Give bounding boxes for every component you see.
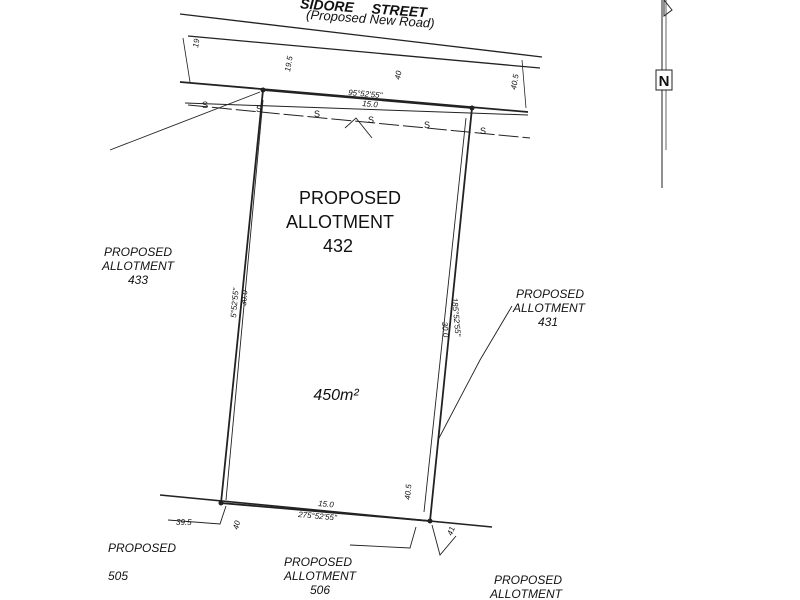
- bottom-length: 15.0: [318, 499, 335, 509]
- road-offset-3: 40: [393, 69, 404, 80]
- north-arrow-head: [663, 0, 673, 17]
- bottom-offset-1: 39.5: [176, 518, 192, 527]
- lot-433-number: 433: [128, 273, 148, 287]
- leader-bottom-right: [431, 524, 457, 556]
- lot-433-line2: ALLOTMENT: [101, 259, 176, 273]
- lot-431-line2: ALLOTMENT: [512, 301, 587, 315]
- lot-506-line1: PROPOSED: [284, 555, 352, 569]
- lot-431-line1: PROPOSED: [516, 287, 584, 301]
- lot-bottom-right-line1: PROPOSED: [494, 573, 562, 587]
- road-offset-2: 19.5: [283, 55, 295, 72]
- rear-boundary-line: [159, 494, 493, 528]
- lot-433-line1: PROPOSED: [104, 245, 172, 259]
- lot-bottom-right-line2: ALLOTMENT: [489, 587, 564, 600]
- sewer-marker: S: [314, 109, 320, 119]
- left-bearing: 5°52'55": [229, 287, 241, 319]
- right-bearing: 185°52'55": [450, 297, 462, 338]
- north-arrow: N: [655, 0, 673, 188]
- road-tick-1: [182, 37, 191, 83]
- lot-432-line1: PROPOSED: [299, 188, 401, 208]
- bottom-offset-2: 40: [231, 519, 242, 530]
- north-label: N: [659, 73, 670, 90]
- bottom-offset-3: 40.5: [403, 483, 413, 500]
- road-edge-upper: [179, 13, 543, 58]
- street-name: SIDORE STREET: [300, 0, 429, 20]
- right-length: 30.0: [440, 321, 450, 338]
- lot-432-boundary: [220, 89, 473, 522]
- sewer-marker: S: [256, 104, 262, 114]
- bottom-offset-4: 41: [445, 525, 457, 536]
- top-length: 15.0: [362, 99, 379, 109]
- sewer-marker: S: [480, 126, 486, 136]
- leader-lot-431: [437, 305, 513, 441]
- road-edge-lower: [187, 35, 541, 69]
- lot-432-line2: ALLOTMENT: [286, 212, 394, 232]
- top-bearing: 95°52'55": [348, 88, 384, 100]
- lot-inner-right: [423, 117, 467, 513]
- road-offset-4: 40.5: [509, 73, 521, 90]
- sewer-line-top: [184, 102, 529, 116]
- lot-inner-left: [225, 99, 264, 501]
- sewer-marker: S: [368, 115, 374, 125]
- road-offset-1: 19: [191, 37, 202, 48]
- leader-left-top: [109, 91, 261, 151]
- leader-bottom-mid: [349, 526, 417, 549]
- road-tick-2: [521, 59, 527, 109]
- leader-bottom-left: [167, 505, 227, 525]
- left-length: 30.0: [239, 289, 249, 306]
- bottom-bearing: 275°52'55": [297, 510, 338, 523]
- leader-sewer: [344, 117, 373, 139]
- corner-marker: [469, 105, 475, 111]
- lot-431-number: 431: [538, 315, 558, 329]
- lot-505-number: 505: [108, 569, 128, 583]
- lot-506-line2: ALLOTMENT: [283, 569, 358, 583]
- sewer-marker: S: [424, 120, 430, 130]
- lot-432-number: 432: [323, 236, 353, 256]
- north-arrow-box: [655, 69, 673, 91]
- lot-506-number: 506: [310, 583, 330, 597]
- corner-marker: [260, 87, 266, 93]
- sewer-marker: S: [202, 100, 208, 110]
- lot-505-line1: PROPOSED: [108, 541, 176, 555]
- lot-432-area: 450m²: [313, 387, 359, 404]
